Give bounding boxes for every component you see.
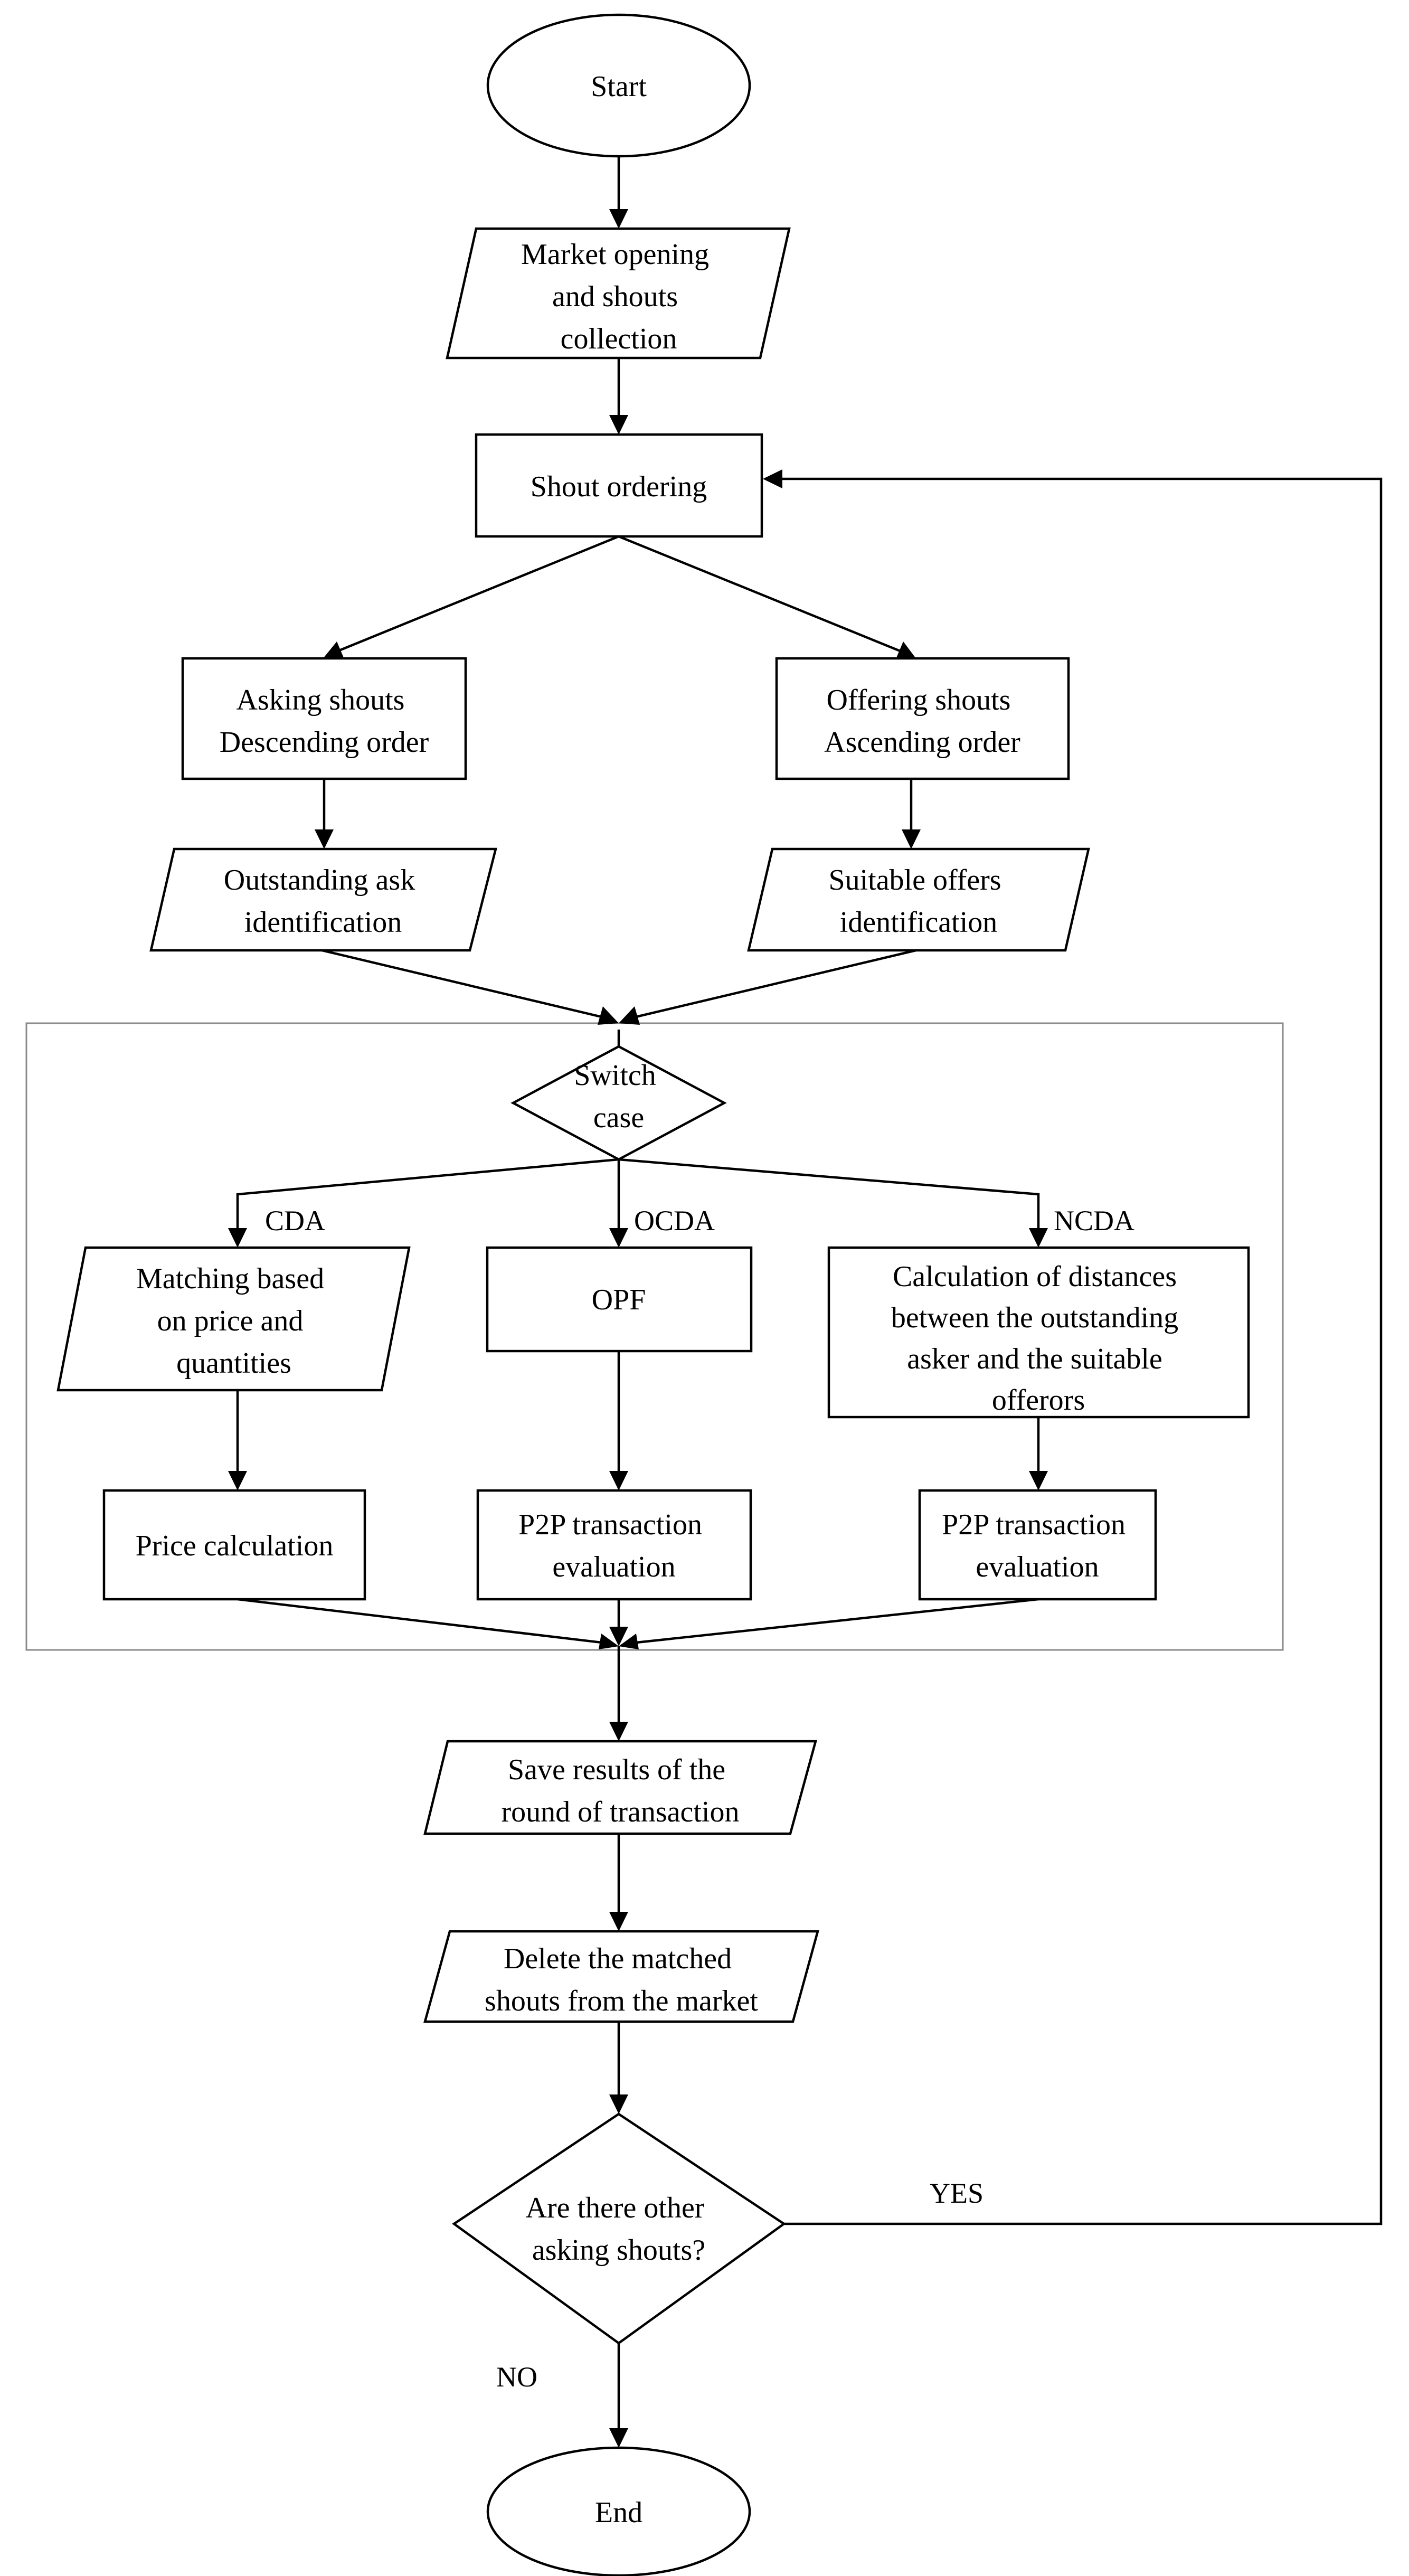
arrowhead — [315, 829, 334, 849]
arrowhead — [323, 641, 344, 659]
arrowhead — [609, 209, 628, 229]
switch-case-region — [25, 1022, 1284, 1651]
start-text: Start — [591, 70, 647, 103]
matching-io — [56, 1246, 411, 1392]
arrowhead — [763, 469, 782, 488]
edge-yes-loop — [779, 477, 1383, 2225]
delete-matched-text: Delete the matched shouts from the marke… — [485, 1942, 758, 2017]
arrowhead — [228, 1228, 247, 1248]
distances-process — [827, 1246, 1250, 1419]
edge-suitable-to-switch — [631, 949, 916, 1020]
arrowhead — [609, 2094, 628, 2114]
save-results-io — [423, 1740, 817, 1835]
arrowhead — [609, 1912, 628, 1931]
no-label: NO — [496, 2361, 537, 2393]
arrowhead — [609, 2428, 628, 2448]
edge-switch-to-ncda — [618, 1158, 1040, 1232]
opf-text: OPF — [592, 1284, 646, 1316]
arrowhead — [609, 1722, 628, 1741]
distances-text: Calculation of distances between the out… — [891, 1260, 1186, 1417]
arrowheads — [228, 209, 1048, 2448]
switch-case-decision — [510, 1045, 727, 1161]
matching-text: Matching based on price and quantities — [136, 1262, 332, 1380]
outstanding-ask-text: Outstanding ask identification — [224, 864, 422, 939]
arrowhead — [609, 415, 628, 435]
arrowhead — [598, 1006, 619, 1025]
end-terminator — [486, 2446, 751, 2576]
save-results-text: Save results of the round of transaction — [502, 1753, 740, 1828]
other-asking-decision — [452, 2112, 786, 2345]
arrowhead — [619, 1006, 640, 1025]
market-opening-text: Market opening and shouts collection — [521, 238, 716, 355]
arrowhead — [1029, 1471, 1048, 1490]
offering-shouts-text: Offering shouts Ascending order — [824, 684, 1020, 759]
edge-outstanding-to-switch — [321, 949, 607, 1020]
connectors — [236, 156, 1383, 2432]
p2p-ocda-process — [476, 1489, 752, 1601]
p2p-ncda-text: P2P transaction evaluation — [942, 1508, 1133, 1583]
market-opening-io — [446, 227, 791, 360]
arrowhead — [228, 1471, 247, 1490]
arrowhead — [599, 1634, 619, 1649]
p2p-ocda-text: P2P transaction evaluation — [518, 1508, 710, 1583]
ocda-label: OCDA — [634, 1205, 715, 1237]
arrowhead — [1029, 1228, 1048, 1248]
shout-ordering-process — [475, 433, 763, 538]
arrowhead — [902, 829, 921, 849]
ncda-label: NCDA — [1054, 1205, 1134, 1237]
arrowhead — [609, 1471, 628, 1490]
asking-shouts-process — [181, 657, 467, 780]
outstanding-ask-io — [149, 847, 497, 952]
edge-ordering-to-asking — [337, 535, 619, 653]
edge-price-to-merge — [237, 1598, 607, 1645]
offering-shouts-process — [775, 657, 1070, 780]
asking-shouts-text: Asking shouts Descending order — [220, 684, 429, 759]
shout-ordering-text: Shout ordering — [531, 470, 707, 503]
suitable-offers-text: Suitable offers identification — [828, 864, 1008, 939]
price-calculation-process — [102, 1489, 366, 1601]
suitable-offers-io — [747, 847, 1090, 952]
edge-switch-to-cda — [236, 1158, 619, 1232]
yes-label: YES — [930, 2177, 984, 2209]
edge-p2p-ncda-to-merge — [631, 1598, 1039, 1645]
start-terminator — [486, 13, 751, 158]
arrowhead — [609, 1627, 628, 1646]
cda-label: CDA — [265, 1205, 325, 1237]
arrowhead — [896, 641, 916, 659]
arrowhead — [619, 1634, 639, 1649]
edge-ordering-to-offering — [618, 535, 901, 653]
end-text: End — [595, 2496, 642, 2529]
opf-process — [486, 1246, 753, 1353]
switch-case-text: Switch case — [574, 1059, 664, 1134]
arrowhead — [609, 1228, 628, 1248]
p2p-ncda-process — [918, 1489, 1157, 1601]
price-calculation-text: Price calculation — [136, 1530, 334, 1562]
other-asking-text: Are there other asking shouts? — [526, 2192, 712, 2267]
delete-matched-io — [423, 1930, 819, 2023]
